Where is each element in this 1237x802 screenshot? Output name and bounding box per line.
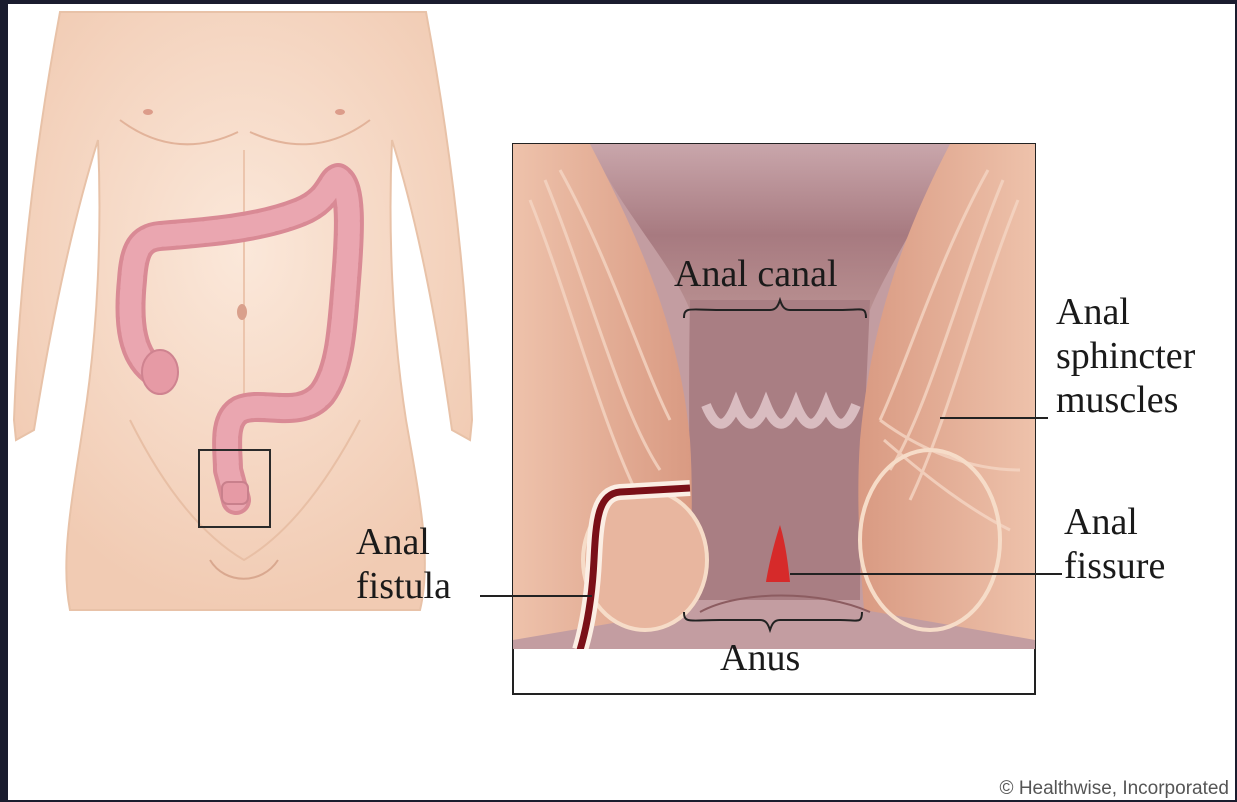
label-anal-fistula: Anal fistula [356, 520, 451, 608]
navel [237, 304, 247, 320]
label-line: Anal [1056, 290, 1195, 334]
nipple [143, 109, 153, 115]
label-line: fissure [1064, 544, 1165, 588]
label-line: Anal [356, 520, 451, 564]
label-line: Anal [1064, 500, 1165, 544]
cecum [142, 350, 178, 394]
label-anal-canal: Anal canal [674, 252, 838, 296]
label-anus: Anus [720, 636, 800, 680]
nipple [335, 109, 345, 115]
label-line: muscles [1056, 378, 1195, 422]
label-anal-sphincter-muscles: Anal sphincter muscles [1056, 290, 1195, 422]
copyright-credit: © Healthwise, Incorporated [1000, 778, 1229, 800]
rectum-end [222, 482, 248, 504]
label-anal-fissure: Anal fissure [1064, 500, 1165, 588]
inset-detail [480, 144, 1062, 694]
label-line: sphincter [1056, 334, 1195, 378]
label-line: fistula [356, 564, 451, 608]
